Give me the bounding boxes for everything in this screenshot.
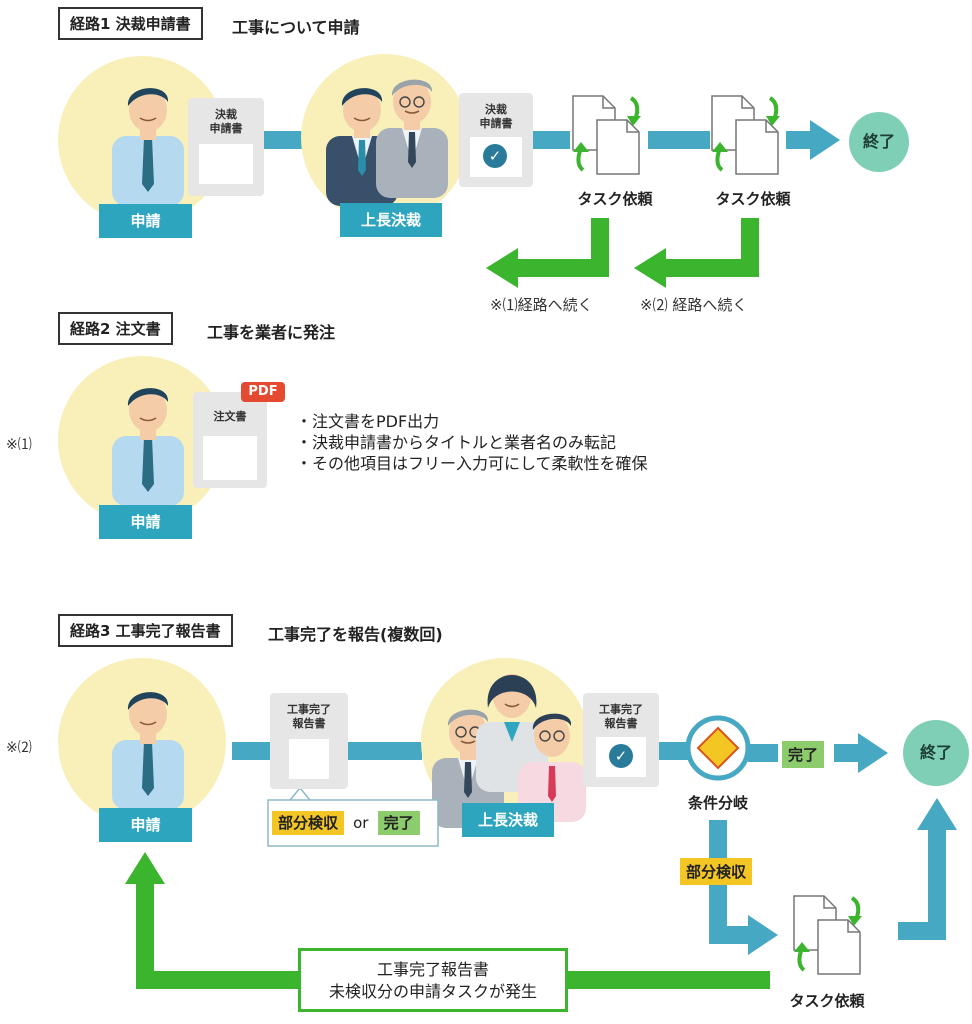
- branch-diamond-icon: [696, 726, 740, 770]
- route1-approved-doc-slot: ✓: [470, 137, 522, 177]
- route2-bullet-1: ・注文書をPDF出力: [296, 412, 440, 431]
- route1-flow-bar-3: [648, 131, 710, 149]
- route3-flow-bar-done: [748, 744, 778, 762]
- route1-desc: 工事について申請: [232, 18, 360, 37]
- route1-approved-doc-line2: 申請書: [479, 117, 513, 130]
- route2-doc: 注文書: [193, 392, 267, 488]
- route3-done-tag: 完了: [782, 741, 825, 768]
- branch-label: 条件分岐: [687, 794, 748, 812]
- route2-applicant-role: 申請: [99, 505, 192, 539]
- route3-task-label: タスク依頼: [789, 992, 865, 1010]
- route2-bullet-3: ・その他項目はフリー入力可にして柔軟性を確保: [296, 454, 648, 473]
- route3-partial-arrowhead: [748, 915, 778, 955]
- route3-end: 終了: [903, 720, 969, 786]
- route3-task-docs-icon: [792, 894, 864, 976]
- route3-approved-doc-slot: ✓: [596, 737, 646, 777]
- status-bubble: 部分検収 or 完了: [272, 811, 420, 835]
- route2-bullet-2: ・決裁申請書からタイトルと業者名のみ転記: [296, 433, 617, 452]
- route3-desc: 工事完了を報告(複数回): [268, 625, 443, 644]
- check-icon: ✓: [483, 144, 507, 168]
- route1-doc-line1: 決裁: [215, 108, 237, 121]
- route3-partial-tag: 部分検収: [680, 858, 753, 885]
- task2-docs-icon: [710, 94, 782, 176]
- cont2-arrow: [660, 218, 759, 277]
- route3-label: 経路3 工事完了報告書: [58, 614, 233, 647]
- route3-doc-line1: 工事完了: [287, 703, 331, 716]
- route1-doc-slot: [199, 144, 253, 184]
- route3-doc-line2: 報告書: [292, 717, 326, 730]
- bubble-done-tag: 完了: [377, 811, 420, 835]
- route2-bullets: ・注文書をPDF出力 ・決裁申請書からタイトルと業者名のみ転記 ・その他項目はフ…: [296, 411, 648, 474]
- loop-note-line2: 未検収分の申請タスクが発生: [328, 982, 537, 1001]
- route1-flow-bar-1: [262, 131, 310, 149]
- route2-doc-label: 注文書: [213, 410, 247, 423]
- route1-end: 終了: [849, 112, 909, 172]
- task1-docs-icon: [571, 94, 643, 176]
- bubble-partial-tag: 部分検収: [272, 811, 345, 835]
- route1-label: 経路1 決裁申請書: [58, 7, 203, 40]
- route3-flow-bar-1: [232, 742, 270, 760]
- route1-applicant-role: 申請: [99, 204, 192, 238]
- route1-cont2: ※⑵ 経路へ続く: [640, 296, 748, 314]
- route3-flow-bar-3: [658, 742, 688, 760]
- route1-flow-arrowhead: [810, 120, 840, 160]
- route1-approved-doc: 決裁 申請書 ✓: [459, 93, 533, 187]
- route1-approved-doc-line1: 決裁: [485, 103, 507, 116]
- route3-approved-doc-line1: 工事完了: [599, 703, 643, 716]
- route3-approver-role: 上長決裁: [462, 803, 554, 837]
- route3-flow-bar-2: [346, 742, 422, 760]
- route3-mark: ※⑵: [6, 740, 32, 756]
- route2-label: 経路2 注文書: [58, 312, 173, 345]
- route3-approved-doc: 工事完了 報告書 ✓: [583, 693, 659, 787]
- route1-approver-role: 上長決裁: [340, 203, 442, 237]
- pdf-badge: PDF: [241, 382, 285, 402]
- route1-task1-label: タスク依頼: [577, 190, 653, 208]
- route2-mark: ※⑴: [6, 437, 32, 453]
- route1-cont1: ※⑴経路へ続く: [490, 296, 593, 314]
- check-icon: ✓: [609, 744, 633, 768]
- route1-flow-bar-4: [786, 131, 812, 149]
- route3-doc: 工事完了 報告書: [270, 693, 348, 789]
- route2-desc: 工事を業者に発注: [207, 323, 336, 342]
- route3-doc-slot: [289, 739, 329, 779]
- cont1-arrow: [512, 218, 609, 277]
- route3-applicant-role: 申請: [99, 808, 192, 842]
- route3-approved-doc-line2: 報告書: [604, 717, 638, 730]
- route1-doc: 決裁 申請書: [188, 98, 264, 196]
- route1-doc-line2: 申請書: [209, 122, 243, 135]
- loop-note-line1: 工事完了報告書: [376, 960, 489, 979]
- route3-up-arrowhead: [917, 798, 957, 830]
- bubble-or: or: [353, 814, 369, 832]
- route3-done-arrowhead: [858, 733, 888, 773]
- route1-task2-label: タスク依頼: [715, 190, 791, 208]
- route2-doc-slot: [203, 436, 257, 480]
- route1-flow-bar-2: [530, 131, 570, 149]
- loop-note: 工事完了報告書 未検収分の申請タスクが発生: [298, 948, 568, 1012]
- route3-up-bar-v: [928, 828, 946, 940]
